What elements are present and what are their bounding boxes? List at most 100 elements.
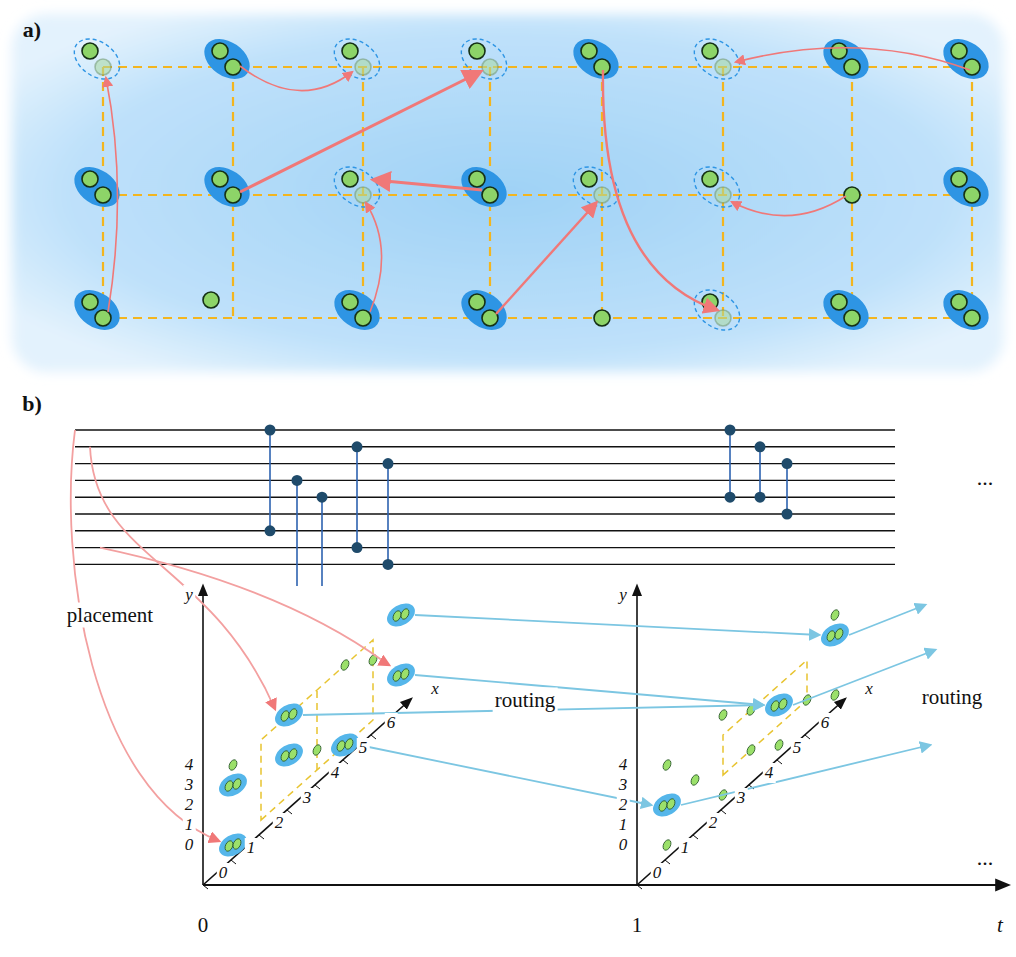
routing-label: routing	[920, 685, 985, 710]
atom	[951, 171, 967, 187]
atom	[95, 187, 111, 203]
lattice-frame	[316, 690, 318, 770]
vacated-atom	[715, 59, 731, 75]
x-tick-number: 3	[735, 788, 748, 808]
tick	[259, 835, 264, 839]
ellipsis: ...	[975, 845, 996, 871]
y-axis	[202, 586, 204, 885]
qubit-wire	[75, 513, 895, 514]
vacated-atom	[594, 187, 610, 203]
panel-label: b)	[20, 391, 44, 417]
atom-move-arrow	[496, 203, 596, 314]
tick	[721, 810, 726, 814]
routing-arrow	[415, 675, 763, 705]
tick	[805, 735, 810, 739]
cz-gate-line	[321, 497, 323, 586]
y-tick-number: 3	[617, 775, 630, 795]
placement-curve	[71, 430, 219, 841]
ellipsis: ...	[975, 465, 996, 491]
gate-dot	[383, 559, 394, 570]
atom	[702, 43, 718, 59]
tick	[343, 760, 348, 764]
tick	[371, 735, 376, 739]
atom-pair-site	[67, 282, 127, 339]
x-axis	[637, 699, 845, 885]
atom	[666, 798, 677, 811]
x-tick-number: 6	[819, 713, 832, 733]
tick	[231, 860, 236, 864]
tick	[693, 835, 698, 839]
x-tick-number: 2	[273, 813, 286, 833]
gate-dot	[755, 441, 766, 452]
gate-dot	[265, 525, 276, 536]
atom	[225, 59, 241, 75]
x-tick-number: 3	[301, 788, 314, 808]
atom-move-arrow	[240, 72, 480, 192]
gate-dot	[782, 458, 793, 469]
atom-pair-site	[271, 739, 307, 771]
x-tick-number: 6	[385, 713, 398, 733]
atom	[844, 59, 860, 75]
atom	[831, 43, 847, 59]
routing-arrow	[359, 745, 651, 805]
cz-gate-line	[269, 430, 271, 531]
time-axis-label: 1	[630, 913, 645, 938]
atom	[951, 294, 967, 310]
atom-pair-site	[649, 789, 685, 821]
y-tick-number: 1	[183, 815, 196, 835]
gate-dot	[317, 492, 328, 503]
atom	[288, 748, 299, 761]
qubit-wire	[75, 446, 895, 447]
gate-dot	[725, 492, 736, 503]
vacated-atom	[355, 59, 371, 75]
atom	[228, 759, 239, 772]
atom-move-arrow	[736, 48, 970, 70]
atom	[662, 759, 673, 772]
atom	[746, 744, 757, 757]
time-axis-label: t	[995, 913, 1005, 938]
routing-label: routing	[493, 688, 558, 713]
placement-routing-arrows	[71, 430, 935, 841]
atom-pair-site	[197, 31, 257, 88]
x-tick-number: 5	[357, 738, 370, 758]
lattice-frame	[723, 660, 807, 775]
atom	[774, 739, 785, 752]
cz-gate-line	[729, 430, 731, 497]
lattice-frames	[215, 599, 853, 861]
empty-pair-site	[566, 159, 626, 216]
y-tick-number: 2	[183, 795, 196, 815]
atom-move-arrow	[732, 196, 846, 216]
tick	[315, 785, 320, 789]
x-tick-number: 1	[679, 838, 692, 858]
atom-pair-site	[936, 159, 996, 216]
atom	[844, 187, 860, 203]
qubit-wire	[75, 497, 895, 498]
qubit-wire	[75, 429, 895, 430]
tick	[203, 885, 208, 889]
atom	[482, 187, 498, 203]
x-tick-number: 4	[329, 763, 342, 783]
atom	[964, 187, 980, 203]
routing-arrow	[681, 745, 930, 805]
vacated-atom	[715, 310, 731, 326]
atom	[340, 659, 351, 672]
atom	[288, 708, 299, 721]
atom	[778, 698, 789, 711]
atom	[830, 609, 841, 622]
y-tick-number: 3	[183, 775, 196, 795]
x-axis	[203, 699, 411, 885]
routing-arrow	[415, 615, 819, 635]
qubit-wire	[75, 547, 895, 548]
atom	[581, 43, 597, 59]
vacated-atom	[95, 59, 111, 75]
y-axis	[636, 586, 638, 885]
atom-pair-site	[327, 282, 387, 339]
tick	[637, 885, 642, 889]
axis-name: y	[183, 585, 195, 605]
atom	[312, 744, 323, 757]
atom-pair-site	[383, 599, 419, 631]
routing-arrow	[793, 650, 935, 705]
move-arrows	[106, 48, 970, 314]
